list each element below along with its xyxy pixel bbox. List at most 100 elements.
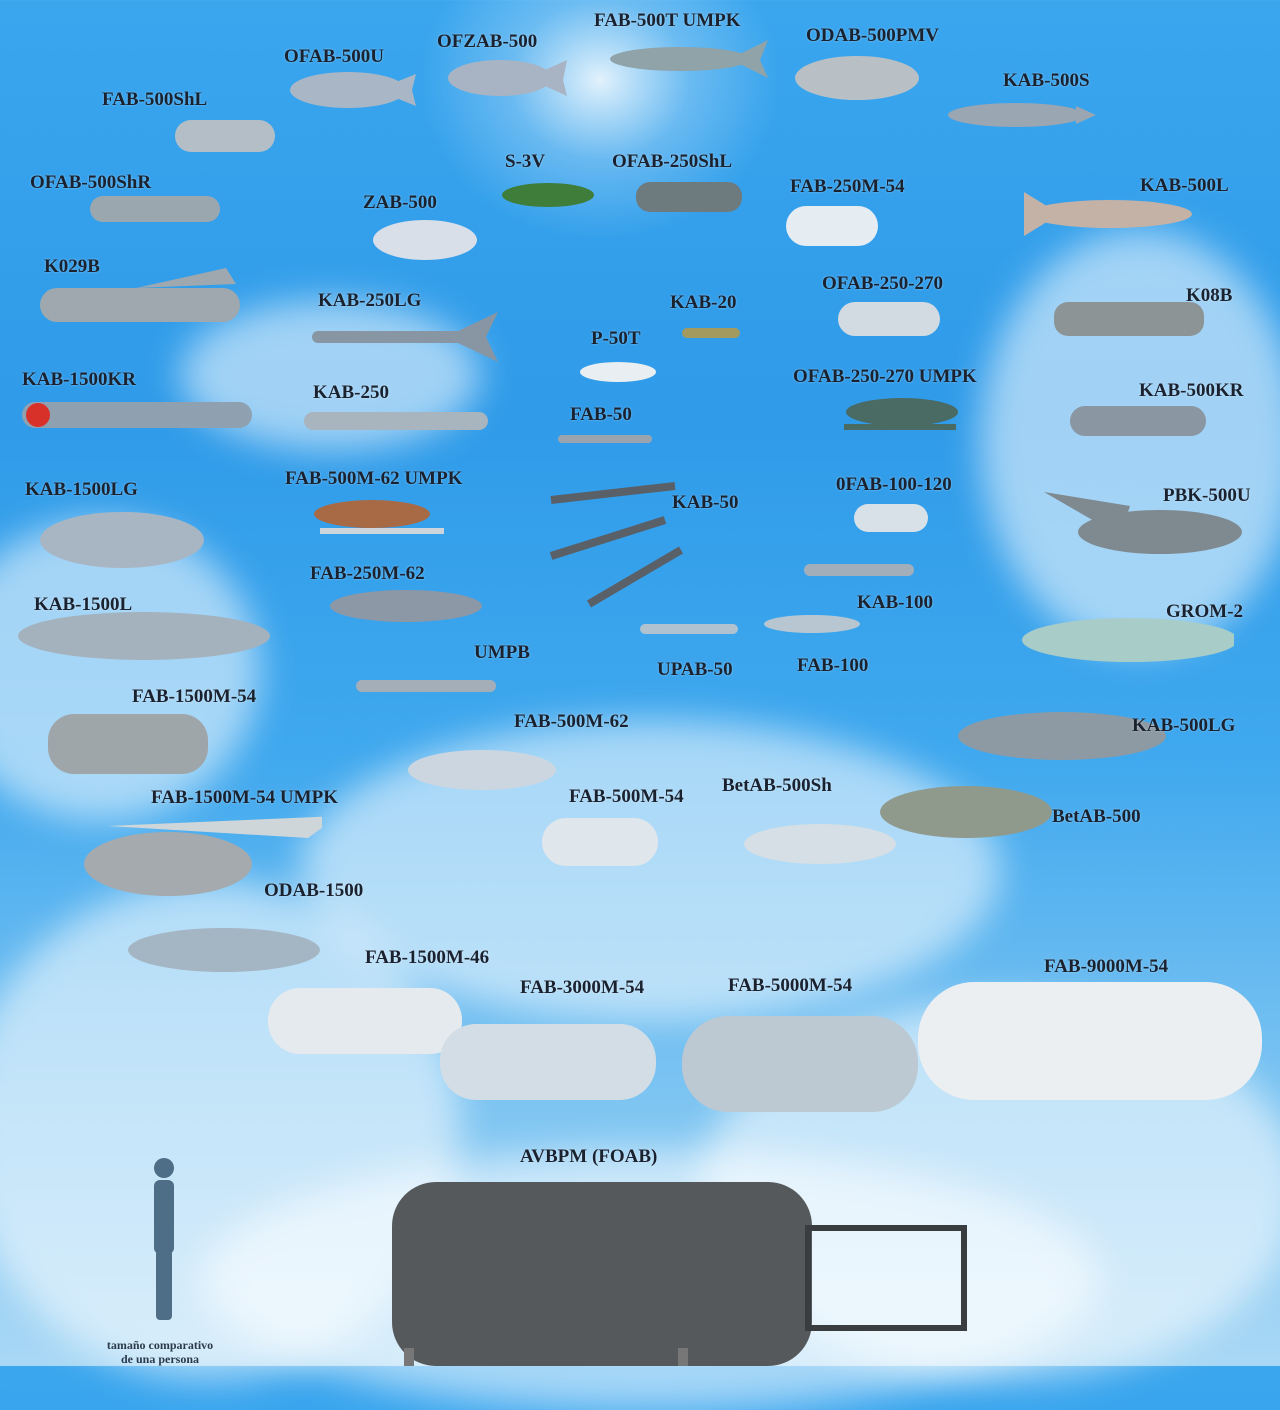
- bomb-label: ZAB-500: [363, 192, 437, 213]
- bomb-label: FAB-250M-54: [790, 176, 905, 197]
- bomb-shape: [682, 1016, 918, 1112]
- bomb-shape: [844, 398, 958, 430]
- bomb-shape: [48, 714, 208, 774]
- bomb-shape: [314, 500, 444, 534]
- bomb-shape: [90, 196, 220, 222]
- bomb-shape: [175, 120, 275, 152]
- bomb-label: OFAB-250-270: [822, 273, 944, 294]
- bomb-shape: [958, 712, 1166, 760]
- bomb-shape: [356, 680, 496, 692]
- bomb-shape: [558, 435, 652, 443]
- bomb-shape: [373, 220, 477, 260]
- bomb-label: FAB-5000M-54: [728, 975, 853, 996]
- bomb-label: KAB-500KR: [1139, 380, 1244, 401]
- bomb-label: OFAB-500U: [284, 46, 384, 67]
- bomb-shape: [786, 206, 878, 246]
- caption-line: de una persona: [120, 1352, 200, 1366]
- bomb-shape: [1024, 192, 1192, 236]
- bomb-shape: [682, 328, 740, 338]
- bomb-label: KAB-1500LG: [25, 479, 138, 500]
- bomb-label: KAB-500L: [1140, 175, 1229, 196]
- bomb-label: P-50T: [591, 328, 641, 349]
- bomb-shape: [918, 982, 1262, 1100]
- bomb-label: FAB-500M-62 UMPK: [285, 468, 463, 489]
- bomb-label: FAB-50: [570, 404, 632, 425]
- bomb-shape: [128, 928, 320, 972]
- bomb-label: KAB-500LG: [1132, 715, 1236, 736]
- bomb-shape: [312, 312, 498, 362]
- bomb-shape: [764, 615, 860, 633]
- bomb-shape: [440, 1024, 656, 1100]
- bomb-shape: [1070, 406, 1206, 436]
- bomb-shape: [392, 1182, 967, 1366]
- bomb-label: UPAB-50: [657, 659, 733, 680]
- bomb-label: OFAB-250ShL: [612, 151, 733, 172]
- bomb-label: FAB-100: [797, 655, 869, 676]
- bomb-shape: [1044, 492, 1242, 554]
- bomb-label: FAB-1500M-54 UMPK: [151, 787, 338, 808]
- bomb-shape: [549, 482, 684, 608]
- bomb-shape: [795, 56, 919, 100]
- bomb-shape: [40, 268, 240, 322]
- bomb-label: OFAB-500ShR: [30, 172, 152, 193]
- bomb-label: OFZAB-500: [437, 31, 538, 52]
- bomb-label: FAB-500T UMPK: [594, 10, 741, 31]
- bomb-label: GROM-2: [1166, 601, 1244, 622]
- bomb-label: K08B: [1186, 285, 1233, 306]
- bomb-label: FAB-500M-54: [569, 786, 684, 807]
- bomb-label: ODAB-500PMV: [806, 25, 939, 46]
- bomb-shape: [804, 564, 914, 576]
- bomb-label: AVBPM (FOAB): [520, 1146, 658, 1167]
- bomb-shape: [290, 72, 416, 108]
- bomb-shape: [610, 40, 768, 78]
- bomb-label: FAB-9000M-54: [1044, 956, 1169, 977]
- bomb-shape: [84, 816, 322, 896]
- bomb-label: KAB-1500KR: [22, 369, 136, 390]
- bomb-label: KAB-1500L: [34, 594, 133, 615]
- bomb-shape: [448, 60, 567, 96]
- bomb-shape: [330, 590, 482, 622]
- bomb-shape: [636, 182, 742, 212]
- bomb-shape: [22, 402, 252, 428]
- person-silhouette: [154, 1158, 174, 1320]
- bomb-label: KAB-250LG: [318, 290, 422, 311]
- bomb-shape: [1022, 618, 1234, 662]
- bomb-label: UMPB: [474, 642, 530, 663]
- bomb-label: KAB-500S: [1003, 70, 1090, 91]
- cloud: [980, 230, 1280, 650]
- bomb-label: K029B: [44, 256, 100, 277]
- bomb-shape: [640, 624, 738, 634]
- bomb-label: KAB-50: [672, 492, 739, 513]
- bomb-shape: [880, 786, 1052, 838]
- bomb-label: FAB-500ShL: [102, 89, 208, 110]
- bomb-shape: [580, 362, 656, 382]
- person-caption: tamaño comparativo de una persona: [70, 1338, 250, 1366]
- bomb-shape: [1054, 302, 1204, 336]
- bomb-label: KAB-100: [857, 592, 933, 613]
- bomb-label: FAB-500M-62: [514, 711, 629, 732]
- bomb-shape: [502, 183, 594, 207]
- bomb-label: 0FAB-100-120: [836, 474, 952, 495]
- bomb-label: S-3V: [505, 151, 546, 172]
- bomb-shape: [854, 504, 928, 532]
- bomb-label: OFAB-250-270 UMPK: [793, 366, 977, 387]
- bomb-shape: [744, 824, 896, 864]
- bomb-label: PBK-500U: [1163, 485, 1251, 506]
- bomb-label: BetAB-500: [1052, 806, 1141, 827]
- bomb-label: ODAB-1500: [264, 880, 364, 901]
- bomb-comparison-poster: FAB-500T UMPK OFZAB-500 OFAB-500U ODAB-5…: [18, 0, 1280, 1366]
- bomb-label: FAB-3000M-54: [520, 977, 645, 998]
- bomb-label: FAB-250M-62: [310, 563, 425, 584]
- bomb-label: FAB-1500M-46: [365, 947, 490, 968]
- bomb-shape: [542, 818, 658, 866]
- bomb-label: FAB-1500M-54: [132, 686, 257, 707]
- bomb-shape: [268, 988, 462, 1054]
- bomb-label: KAB-20: [670, 292, 737, 313]
- bomb-label: BetAB-500Sh: [722, 775, 832, 796]
- bomb-shape: [408, 750, 556, 790]
- bomb-shape: [40, 512, 204, 568]
- bomb-shape: [948, 103, 1096, 127]
- caption-line: tamaño comparativo: [106, 1338, 214, 1352]
- bomb-label: KAB-250: [313, 382, 389, 403]
- bomb-shape: [18, 612, 270, 660]
